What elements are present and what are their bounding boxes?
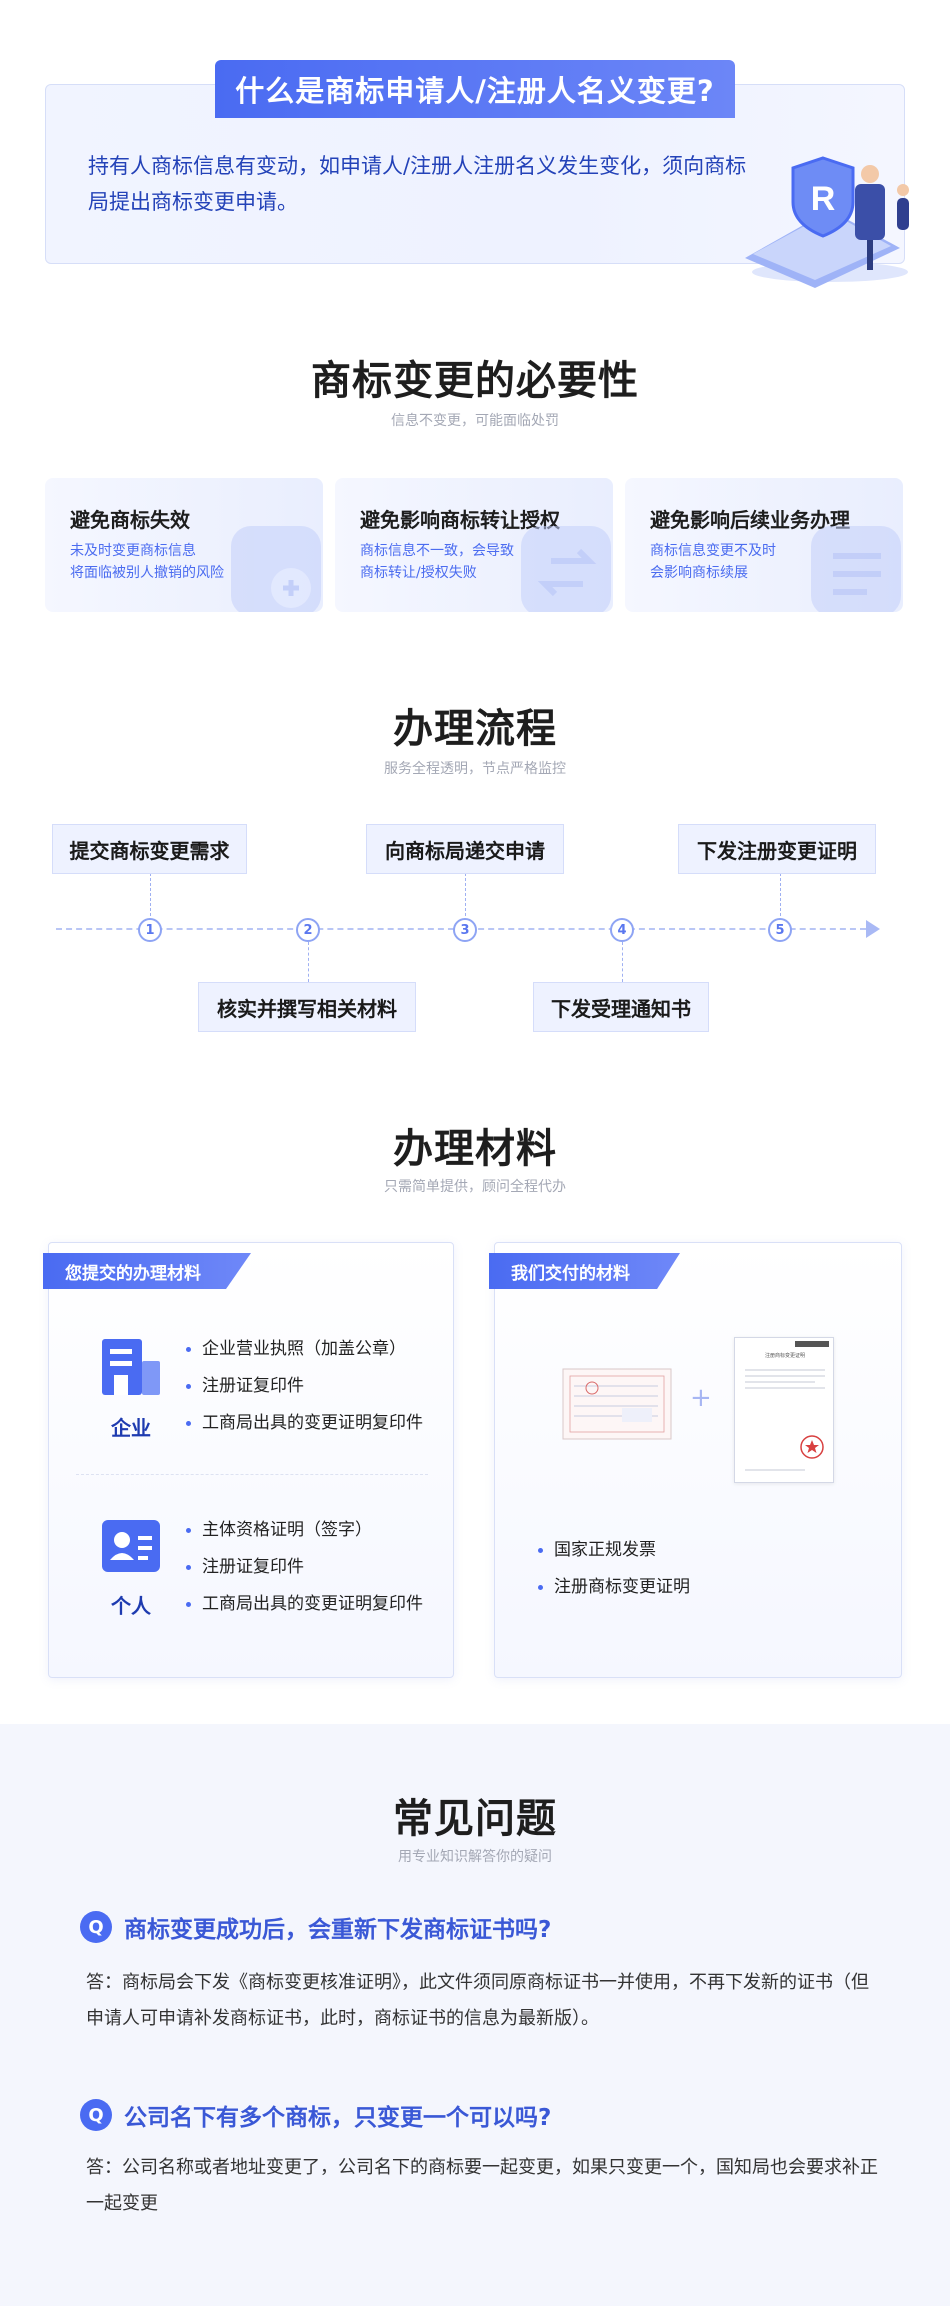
- plus-sign: +: [690, 1383, 712, 1413]
- certificate-footer-lines-icon: [745, 1469, 805, 1471]
- materials-title: 办理材料: [393, 1126, 557, 1172]
- step-label-1: 提交商标变更需求: [52, 824, 247, 874]
- faq-answer-1: 答：商标局会下发《商标变更核准证明》，此文件须同原商标证书一并使用，不再下发新的…: [86, 1972, 869, 2029]
- deliver-materials-tab: 我们交付的材料: [489, 1253, 680, 1289]
- faq-question-text: 商标变更成功后，会重新下发商标证书吗?: [124, 1917, 552, 1943]
- necessity-card-2: 避免影响商标转让授权 商标信息不一致，会导致 商标转让/授权失败: [335, 478, 613, 612]
- necessity-title: 商标变更的必要性: [311, 358, 639, 404]
- necessity-card-1: 避免商标失效 未及时变更商标信息 将面临被别人撤销的风险: [45, 478, 323, 612]
- necessity-card-desc: 商标信息变更不及时 会影响商标续展: [650, 543, 776, 581]
- list-item: 注册商标变更证明: [538, 1569, 690, 1606]
- necessity-card-title: 避免影响后续业务办理: [650, 508, 850, 532]
- necessity-card-title: 避免影响商标转让授权: [360, 508, 560, 532]
- faq-question-text: 公司名下有多个商标，只变更一个可以吗?: [124, 2105, 552, 2131]
- person-label: 个人: [111, 1594, 151, 1618]
- step-node-5: 5: [768, 918, 792, 942]
- faq-answer-2: 答：公司名称或者地址变更了，公司名下的商标要一起变更，如果只变更一个，国知局也会…: [86, 2157, 878, 2214]
- list-item: 国家正规发票: [538, 1532, 690, 1569]
- step-node-3: 3: [453, 918, 477, 942]
- question-icon: Q: [80, 1911, 112, 1943]
- company-label: 企业: [111, 1416, 151, 1440]
- svg-text:R: R: [811, 180, 836, 218]
- materials-subtitle: 只需简单提供，顾问全程代办: [384, 1179, 566, 1195]
- intro-description: 持有人商标信息有变动，如申请人/注册人注册名义发生变化，须向商标局提出商标变更申…: [88, 154, 747, 214]
- faq-title: 常见问题: [393, 1796, 557, 1842]
- list-item: 企业营业执照（加盖公章）: [186, 1331, 423, 1368]
- barcode-icon: [795, 1341, 829, 1347]
- connector-1: [150, 873, 151, 916]
- connector-3: [465, 873, 466, 916]
- step-node-2: 2: [296, 918, 320, 942]
- step-label-5: 下发注册变更证明: [678, 824, 876, 874]
- step-label-3: 向商标局递交申请: [366, 824, 564, 874]
- process-title: 办理流程: [393, 706, 557, 752]
- person-materials-list: 主体资格证明（签字） 注册证复印件 工商局出具的变更证明复印件: [186, 1512, 423, 1623]
- submit-materials-card: 您提交的办理材料: [43, 1242, 454, 1678]
- certificate-text-lines-icon: [745, 1369, 825, 1389]
- question-icon: Q: [80, 2099, 112, 2131]
- connector-2: [308, 942, 309, 982]
- timeline-arrow-icon: [866, 920, 880, 938]
- faq-question-2: Q 公司名下有多个商标，只变更一个可以吗?: [80, 2098, 551, 2132]
- submit-materials-tab: 您提交的办理材料: [43, 1253, 251, 1289]
- step-node-4: 4: [610, 918, 634, 942]
- materials-divider: [76, 1474, 428, 1475]
- list-item: 注册证复印件: [186, 1549, 423, 1586]
- transfer-icon: [521, 526, 611, 612]
- company-building-icon: [102, 1339, 160, 1395]
- list-item: 主体资格证明（签字）: [186, 1512, 423, 1549]
- trademark-shield-illustration-icon: R: [745, 156, 909, 288]
- certificate-doc-title: 注册商标变更证明: [764, 1353, 805, 1359]
- connector-4: [622, 942, 623, 982]
- intro-title: 什么是商标申请人/注册人名义变更?: [215, 60, 735, 118]
- invoice-document-icon: [562, 1368, 672, 1440]
- deliver-materials-list: 国家正规发票 注册商标变更证明: [538, 1532, 690, 1606]
- calculator-icon: [231, 526, 321, 612]
- faq-question-1: Q 商标变更成功后，会重新下发商标证书吗?: [80, 1910, 551, 1944]
- connector-5: [780, 873, 781, 916]
- document-list-icon: [811, 526, 901, 612]
- red-seal-stamp-icon: [800, 1435, 824, 1459]
- step-label-4: 下发受理通知书: [533, 982, 709, 1032]
- faq-subtitle: 用专业知识解答你的疑问: [398, 1849, 552, 1865]
- deliver-materials-card: 我们交付的材料: [489, 1242, 902, 1678]
- change-certificate-document: 注册商标变更证明: [734, 1337, 834, 1483]
- step-node-1: 1: [138, 918, 162, 942]
- process-subtitle: 服务全程透明，节点严格监控: [384, 761, 566, 777]
- necessity-card-desc: 商标信息不一致，会导致 商标转让/授权失败: [360, 543, 514, 581]
- list-item: 注册证复印件: [186, 1368, 423, 1405]
- necessity-subtitle: 信息不变更，可能面临处罚: [391, 413, 559, 429]
- necessity-card-title: 避免商标失效: [70, 508, 190, 532]
- faq-section: [0, 1724, 950, 2306]
- list-item: 工商局出具的变更证明复印件: [186, 1405, 423, 1442]
- person-id-card-icon: [102, 1520, 160, 1572]
- list-item: 工商局出具的变更证明复印件: [186, 1586, 423, 1623]
- necessity-card-desc: 未及时变更商标信息 将面临被别人撤销的风险: [70, 543, 224, 581]
- company-materials-list: 企业营业执照（加盖公章） 注册证复印件 工商局出具的变更证明复印件: [186, 1331, 423, 1442]
- necessity-card-3: 避免影响后续业务办理 商标信息变更不及时 会影响商标续展: [625, 478, 903, 612]
- step-label-2: 核实并撰写相关材料: [198, 982, 416, 1032]
